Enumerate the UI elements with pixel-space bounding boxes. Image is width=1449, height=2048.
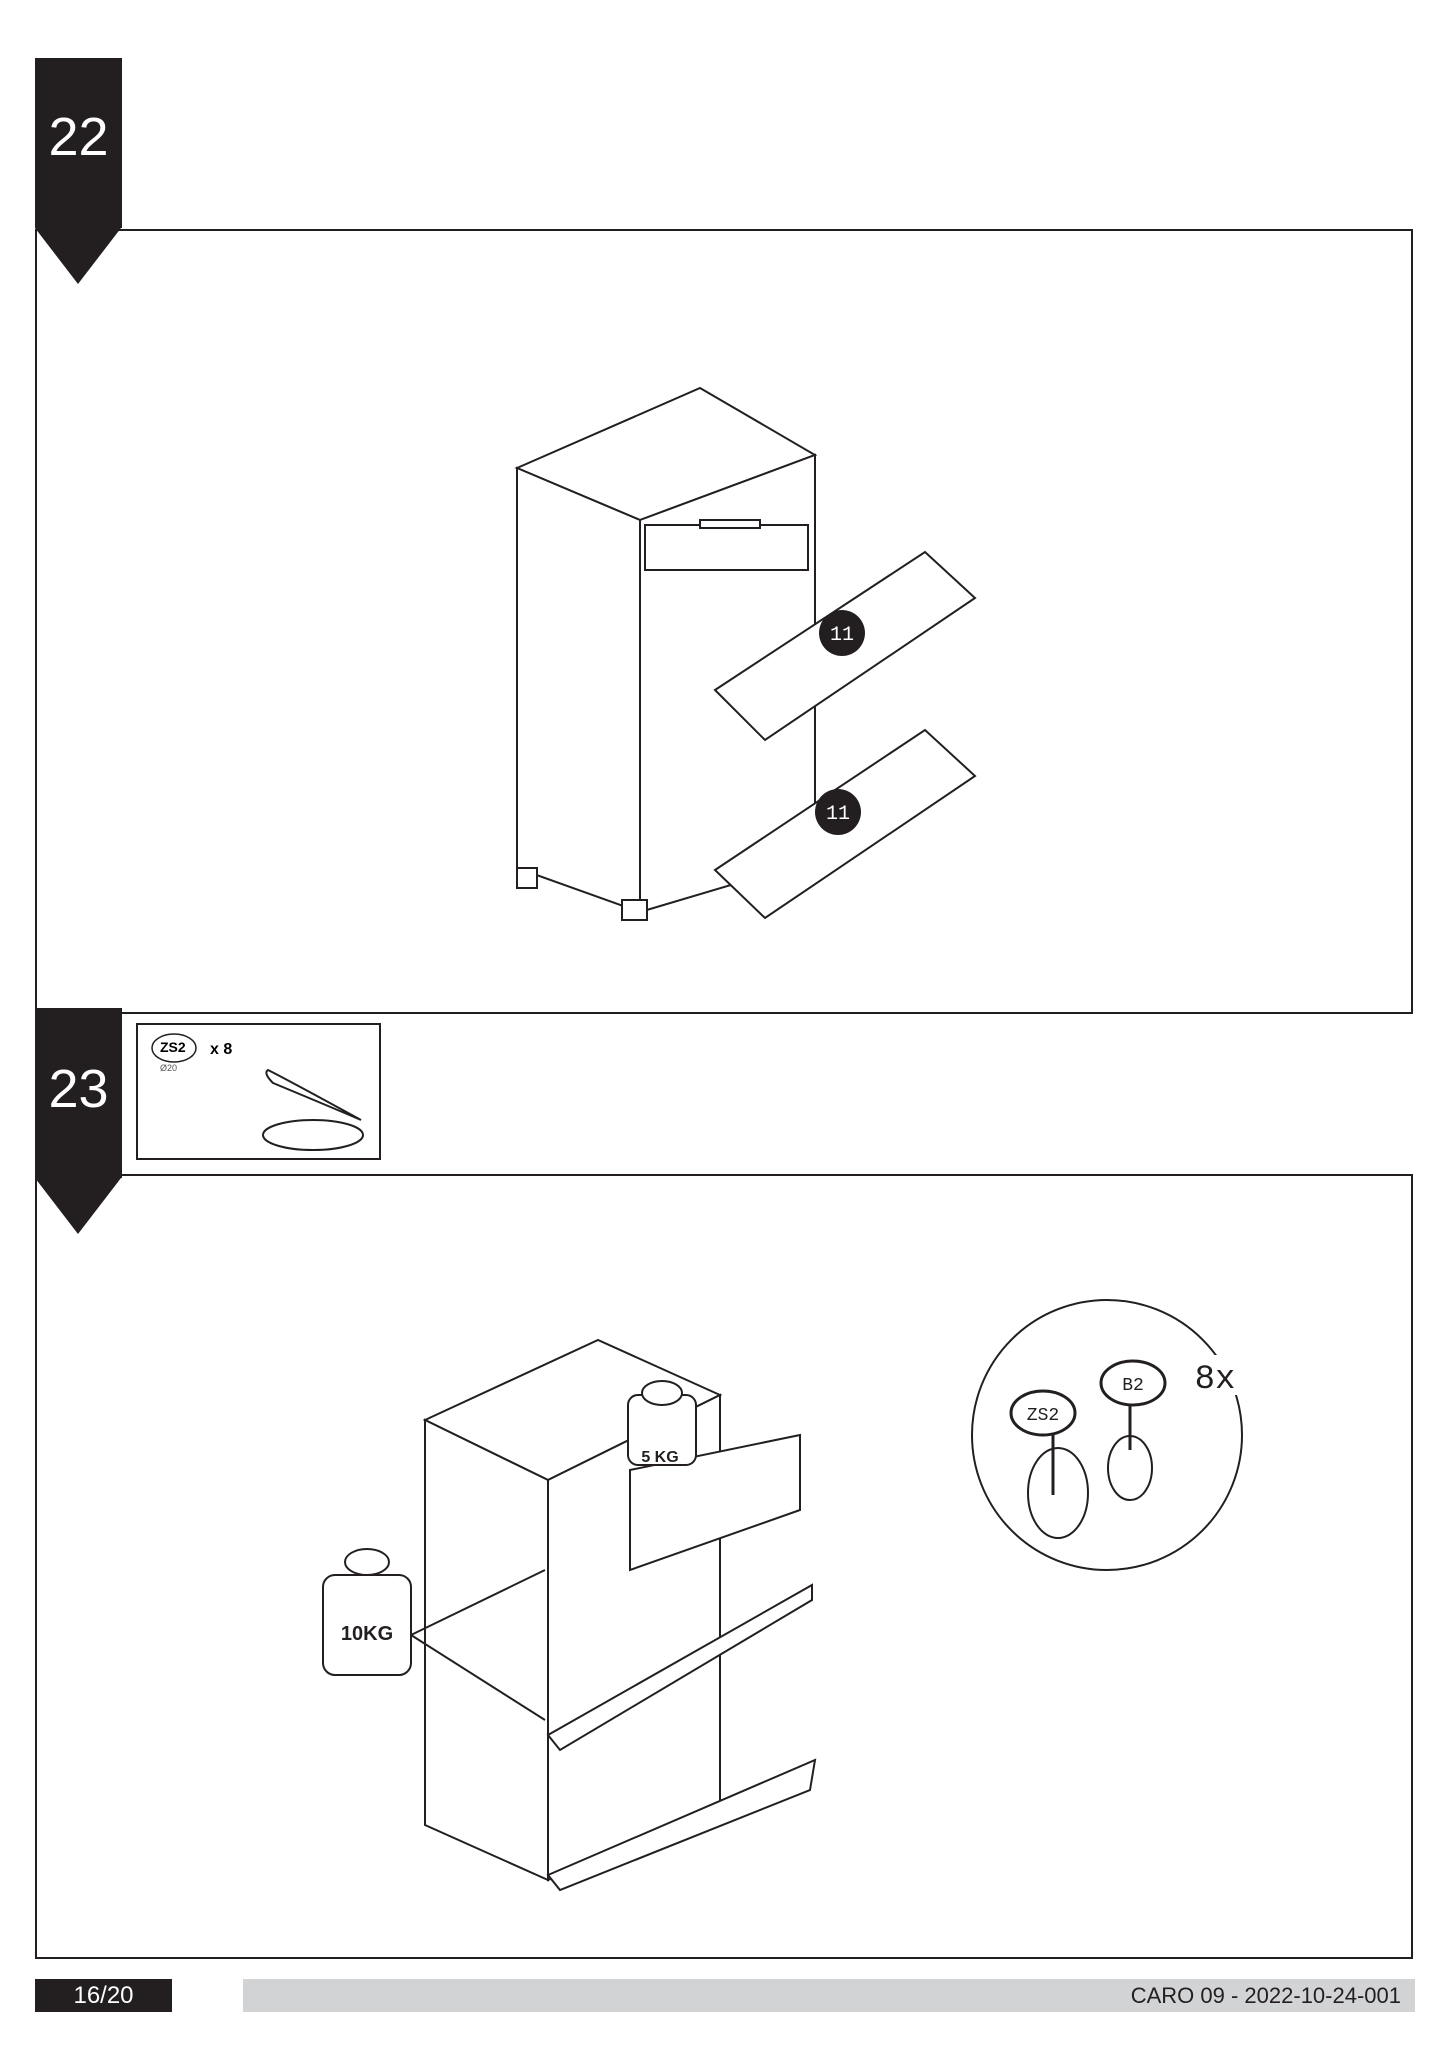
step-23-panel: [35, 1174, 1413, 1959]
step-23-badge: 23: [35, 1008, 122, 1234]
parts-box: ZS2 Ø20 x 8: [136, 1023, 381, 1160]
step-number: 23: [48, 1059, 109, 1119]
step-22-panel: [35, 229, 1413, 1014]
part-diameter: Ø20: [160, 1063, 178, 1073]
part-quantity: x 8: [210, 1041, 233, 1058]
cover-cap-icon: [151, 1033, 364, 1151]
part-code: ZS2: [160, 1039, 186, 1055]
step-22-badge: 22: [35, 58, 122, 284]
document-code: CARO 09 - 2022-10-24-001: [243, 1979, 1415, 2012]
page-number: 16/20: [35, 1979, 172, 2012]
step-number: 22: [48, 107, 109, 167]
